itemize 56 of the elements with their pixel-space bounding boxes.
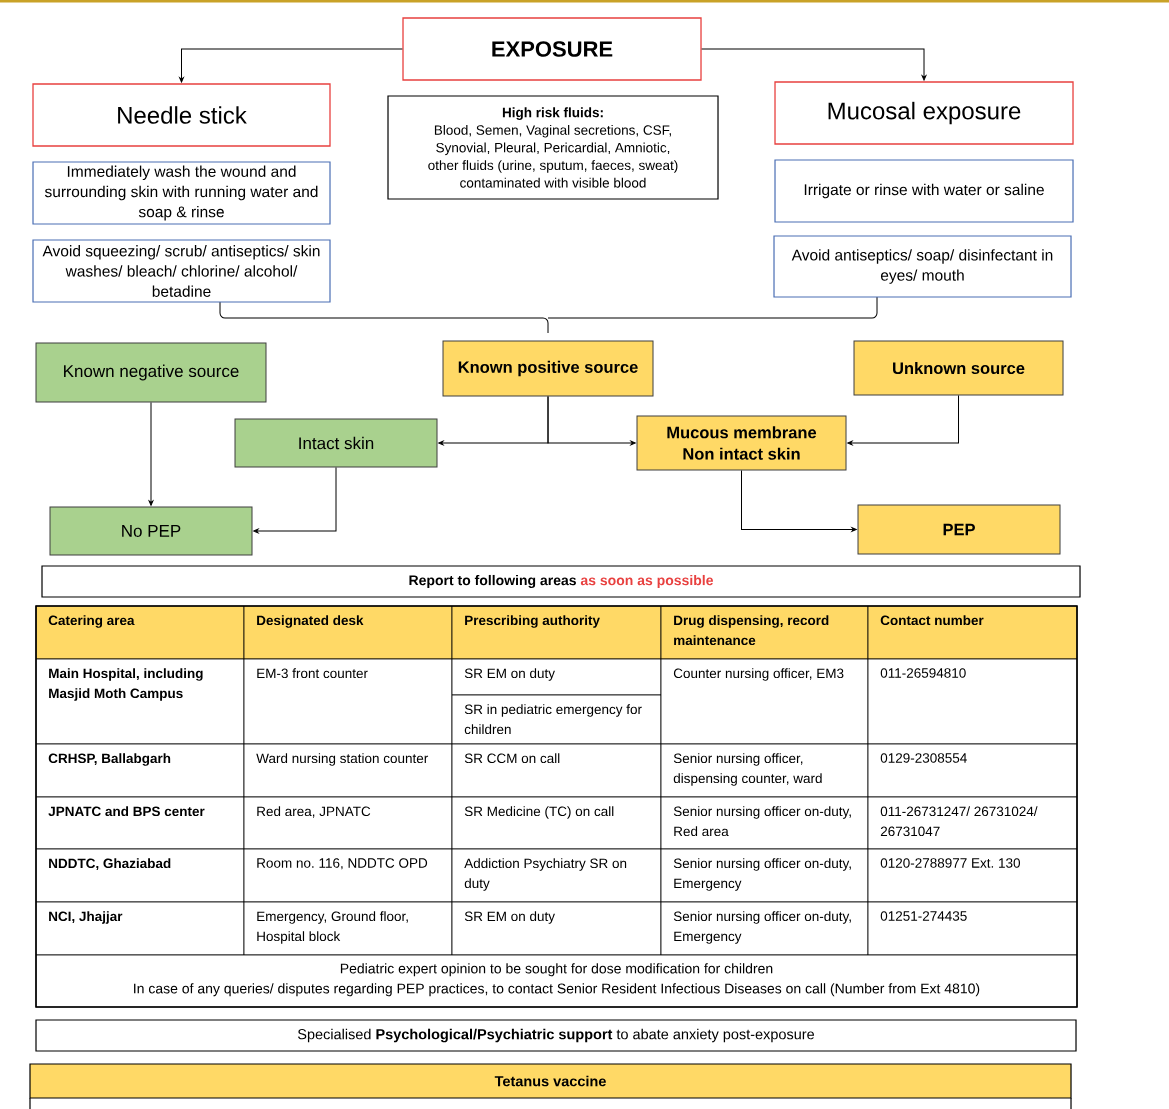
table-cell: SR CCM on call <box>451 743 662 798</box>
table-cell: Senior nursing officer on-duty, Emergency <box>660 901 869 956</box>
table-cell: Senior nursing officer on-duty, Emergency <box>660 848 869 903</box>
table-cell: 01251-274435 <box>867 901 1078 956</box>
arrow <box>148 402 154 506</box>
outcome-box: PEP <box>857 504 1061 555</box>
table-cell: SR in pediatric emergency for children <box>451 694 662 745</box>
table-cell: SR EM on duty <box>451 901 662 956</box>
info-box: High risk fluids: Blood, Semen, Vaginal secretions, CSF, Synovial, Pleural, Pericardial, Amniotic, other fluids (urine, sputum, faeces, sweat) contaminated with visible blood <box>387 95 719 200</box>
table-cell: 0129-2308554 <box>867 743 1078 798</box>
table-cell: Red area, JPNATC <box>243 796 453 850</box>
note-box: Specialised Psychological/Psychiatric support to abate anxiety post-exposure <box>35 1019 1077 1052</box>
process-box: Unknown source <box>853 340 1064 396</box>
process-box: Known positive source <box>442 340 654 397</box>
table-cell: 0120-2788977 Ext. 130 <box>867 848 1078 903</box>
arrow <box>847 395 959 446</box>
instruction-box: Irrigate or rinse with water or saline <box>774 159 1074 223</box>
arrow <box>701 48 927 81</box>
table-cell: SR EM on duty <box>451 658 662 696</box>
process-box: Intact skin <box>234 418 438 468</box>
table-cell: NCI, Jhajjar <box>35 901 245 956</box>
outcome-box: No PEP <box>49 506 253 556</box>
instruction-box: Avoid squeezing/ scrub/ antiseptics/ skin washes/ bleach/ chlorine/ alcohol/ betadine <box>32 239 331 303</box>
table-cell: Room no. 116, NDDTC OPD <box>243 848 453 903</box>
table-cell: 011-26594810 <box>867 658 1078 745</box>
arrow <box>179 48 403 83</box>
banner-box: Report to following areas as soon as possible <box>41 565 1081 598</box>
process-box: Mucous membrane Non intact skin <box>636 415 847 471</box>
table-cell: Counter nursing officer, EM3 <box>660 658 869 745</box>
category-box: Mucosal exposure <box>774 81 1074 145</box>
table-cell: NDDTC, Ghaziabad <box>35 848 245 903</box>
table-cell: Addiction Psychiatry SR on duty <box>451 848 662 903</box>
table-cell: JPNATC and BPS center <box>35 796 245 850</box>
arrow <box>253 467 337 534</box>
table-cell: SR Medicine (TC) on call <box>451 796 662 850</box>
table-cell: CRHSP, Ballabgarh <box>35 743 245 798</box>
header-bar: Tetanus vaccine <box>29 1063 1072 1099</box>
process-box: Known negative source <box>35 342 267 403</box>
table-header-cell: Designated desk <box>243 605 453 660</box>
table-header-cell: Contact number <box>867 605 1078 660</box>
arrow <box>547 396 636 446</box>
instruction-box: Immediately wash the wound and surrounding skin with running water and soap & rinse <box>32 161 331 225</box>
table-cell: EM-3 front counter <box>243 658 453 745</box>
table-cell: Senior nursing officer on-duty, Red area <box>660 796 869 850</box>
instruction-box: Avoid antiseptics/ soap/ disinfectant in eyes/ mouth <box>773 235 1072 298</box>
table-cell: Main Hospital, including Masjid Moth Campus <box>35 658 245 745</box>
table-cell: Emergency, Ground floor, Hospital block <box>243 901 453 956</box>
table-cell: Senior nursing officer, dispensing counter, ward <box>660 743 869 798</box>
table-cell: 011-26731247/ 26731024/ 26731047 <box>867 796 1078 850</box>
table-header-cell: Drug dispensing, record maintenance <box>660 605 869 660</box>
category-box: Needle stick <box>32 83 331 147</box>
title-box: EXPOSURE <box>402 17 702 81</box>
table-header-cell: Prescribing authority <box>451 605 662 660</box>
table-header-cell: Catering area <box>35 605 245 660</box>
table-cell: Ward nursing station counter <box>243 743 453 798</box>
arrow <box>741 470 857 532</box>
